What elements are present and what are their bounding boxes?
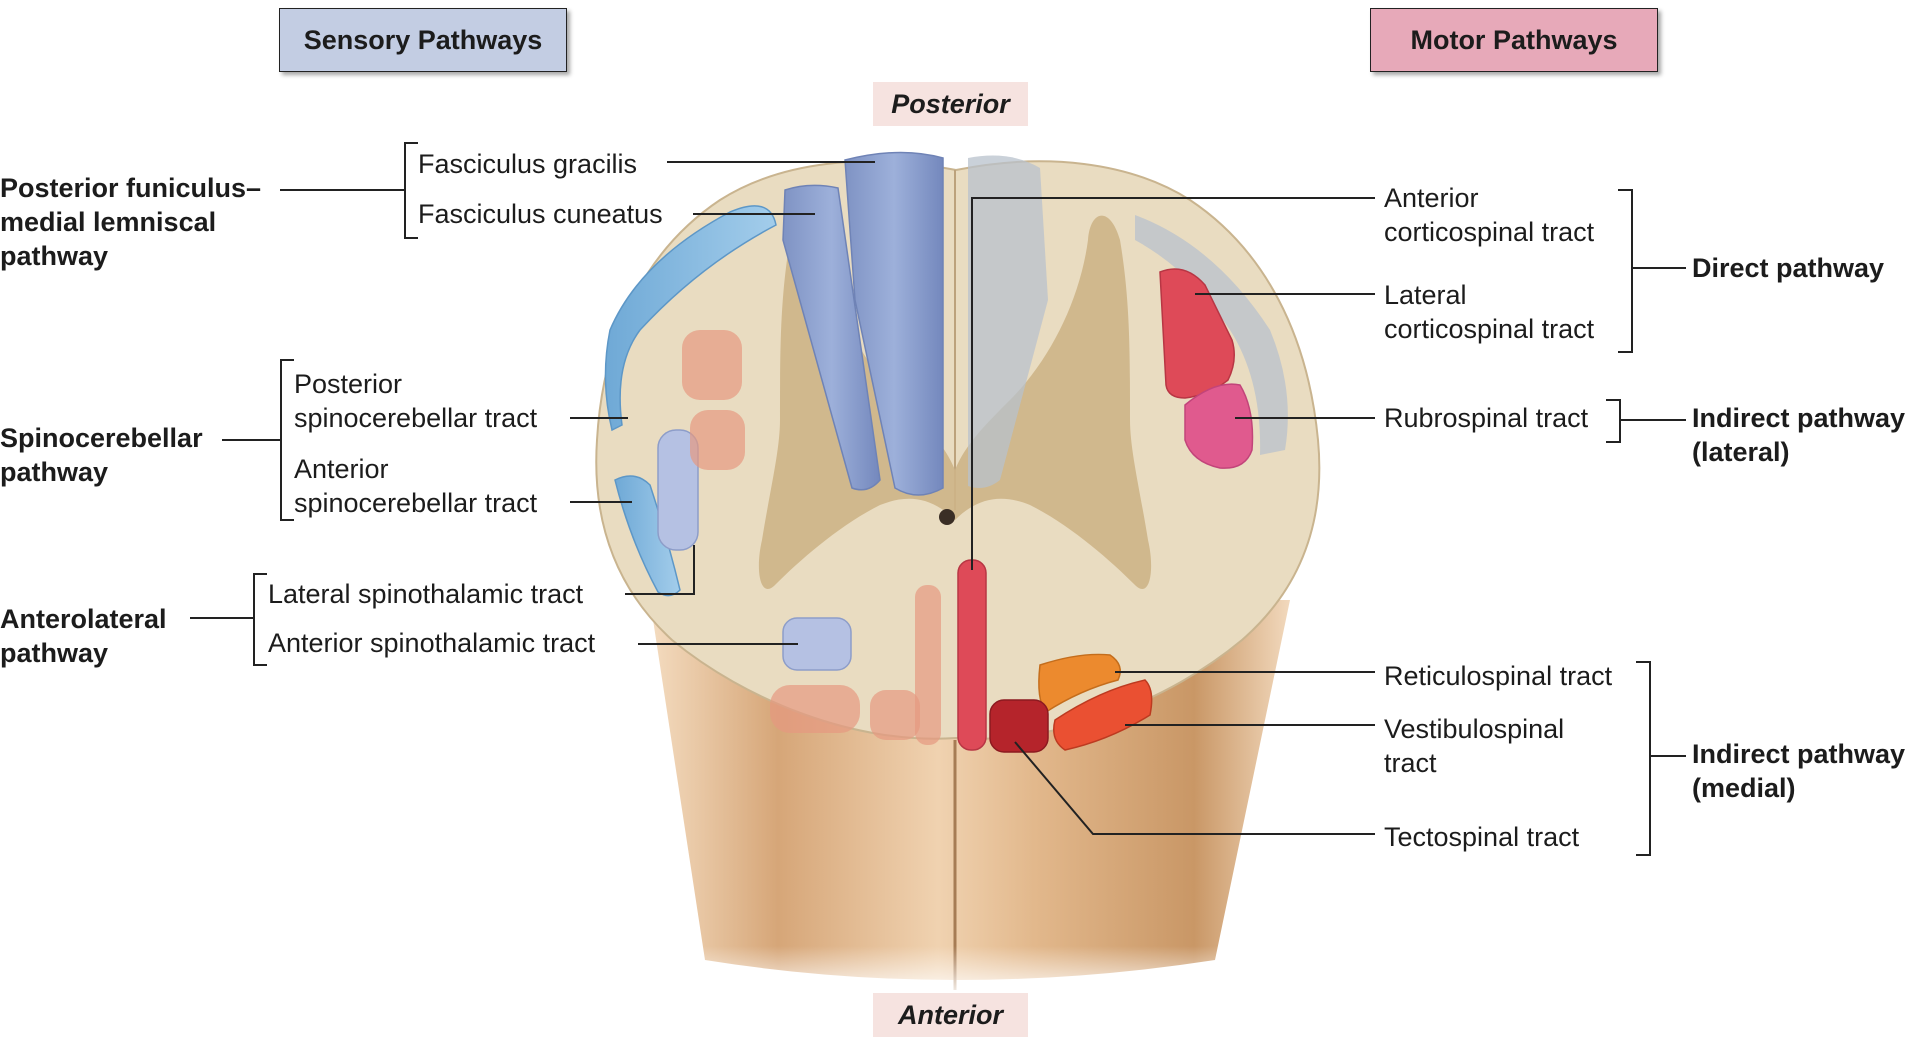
faded-spinocerebellar-right — [1135, 215, 1288, 455]
anterior-spinocerebellar-shape — [614, 475, 681, 597]
faded-tract-3 — [770, 685, 860, 733]
faded-tract-4 — [870, 690, 920, 740]
group-direct-pathway: Direct pathway — [1692, 253, 1885, 283]
lateral-corticospinal-shape — [1159, 268, 1235, 399]
label-lateral-spinothalamic: Lateral spinothalamic tract — [268, 579, 584, 609]
group-posterior-funiculus: Posterior funiculus– medial lemniscal pa… — [0, 173, 262, 271]
label-posterior-spinocerebellar: Posterior spinocerebellar tract — [294, 369, 538, 433]
faded-dorsal-right — [968, 155, 1048, 489]
label-anterior-spinothalamic: Anterior spinothalamic tract — [268, 628, 596, 658]
anterior-corticospinal-shape — [957, 559, 987, 751]
label-anterior-spinocerebellar: Anterior spinocerebellar tract — [294, 454, 538, 518]
faded-tract-2 — [690, 410, 745, 470]
sensory-pathways-header: Sensory Pathways — [279, 8, 567, 72]
group-spinocerebellar: Spinocerebellar pathway — [0, 423, 203, 487]
label-tectospinal: Tectospinal tract — [1384, 822, 1580, 852]
group-anterolateral: Anterolateral pathway — [0, 604, 167, 668]
group-indirect-medial: Indirect pathway (medial) — [1692, 739, 1906, 803]
posterior-spinocerebellar-shape — [604, 205, 777, 432]
motor-pathways-header: Motor Pathways — [1370, 8, 1658, 72]
posterior-label: Posterior — [873, 82, 1028, 126]
label-rubrospinal: Rubrospinal tract — [1384, 403, 1589, 433]
vestibulospinal-shape — [1053, 679, 1153, 751]
gray-matter — [758, 215, 1152, 589]
label-lateral-corticospinal: Lateral corticospinal tract — [1384, 280, 1595, 344]
rubrospinal-shape — [1184, 383, 1254, 469]
tectospinal-shape — [989, 699, 1049, 753]
central-canal — [939, 509, 955, 525]
group-indirect-lateral: Indirect pathway (lateral) — [1692, 403, 1906, 467]
faded-tract-1 — [682, 330, 742, 400]
lateral-spinothalamic-shape — [657, 429, 699, 551]
label-anterior-corticospinal: Anterior corticospinal tract — [1384, 183, 1595, 247]
fasciculus-cuneatus-shape — [782, 184, 881, 491]
label-fasciculus-cuneatus: Fasciculus cuneatus — [418, 199, 663, 229]
anterior-label: Anterior — [873, 993, 1028, 1037]
label-reticulospinal: Reticulospinal tract — [1384, 661, 1613, 691]
label-fasciculus-gracilis: Fasciculus gracilis — [418, 149, 638, 179]
label-vestibulospinal: Vestibulospinal tract — [1384, 714, 1565, 778]
fasciculus-gracilis-shape — [844, 151, 944, 496]
faded-tract-5 — [915, 585, 941, 745]
